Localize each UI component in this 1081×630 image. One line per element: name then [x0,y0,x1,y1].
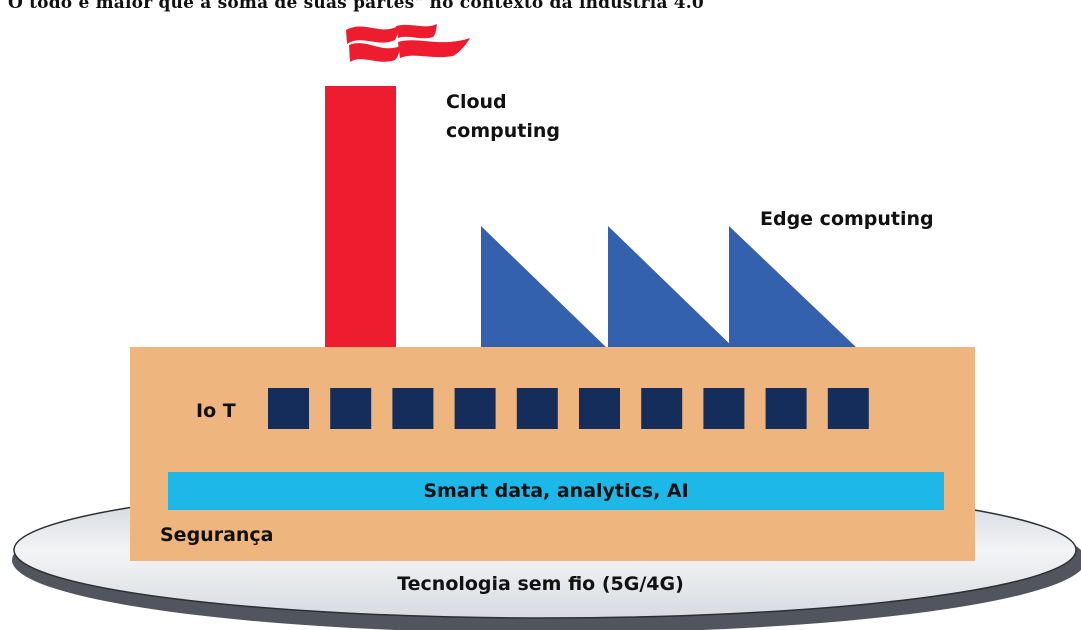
smoke-puff-2 [396,24,437,39]
security-label: Segurança [160,524,274,546]
edge-roof [481,226,858,349]
smoke-puff-4 [398,38,470,58]
iot-device-1 [268,388,309,429]
smoke-icon [346,24,470,62]
iot-device-6 [579,388,620,429]
iot-device-3 [392,388,434,429]
edge-computing-label: Edge computing [760,208,934,230]
iot-device-5 [516,388,558,429]
iot-device-9 [765,388,807,429]
iot-device-8 [703,388,745,429]
iot-device-2 [330,388,372,429]
roof-tooth-3 [729,226,858,349]
analytics-label: Smart data, analytics, AI [423,480,689,502]
iot-label: Io T [196,400,236,422]
analytics-bar [168,472,944,510]
iot-device-10 [827,388,869,429]
roof-tooth-2 [608,226,735,349]
diagram-title: O todo é maior que a soma de suas partes… [8,0,704,13]
roof-tooth-1 [481,226,608,349]
smoke-puff-3 [349,43,400,62]
wireless-label: Tecnologia sem fio (5G/4G) [397,573,684,595]
factory-body [130,347,975,561]
iot-device-7 [641,388,683,429]
cloud-chimney [325,86,396,350]
iot-device-4 [454,388,496,429]
cloud-computing-label: Cloud computing [446,91,560,142]
iot-devices [268,388,869,429]
smoke-puff-1 [346,26,398,44]
